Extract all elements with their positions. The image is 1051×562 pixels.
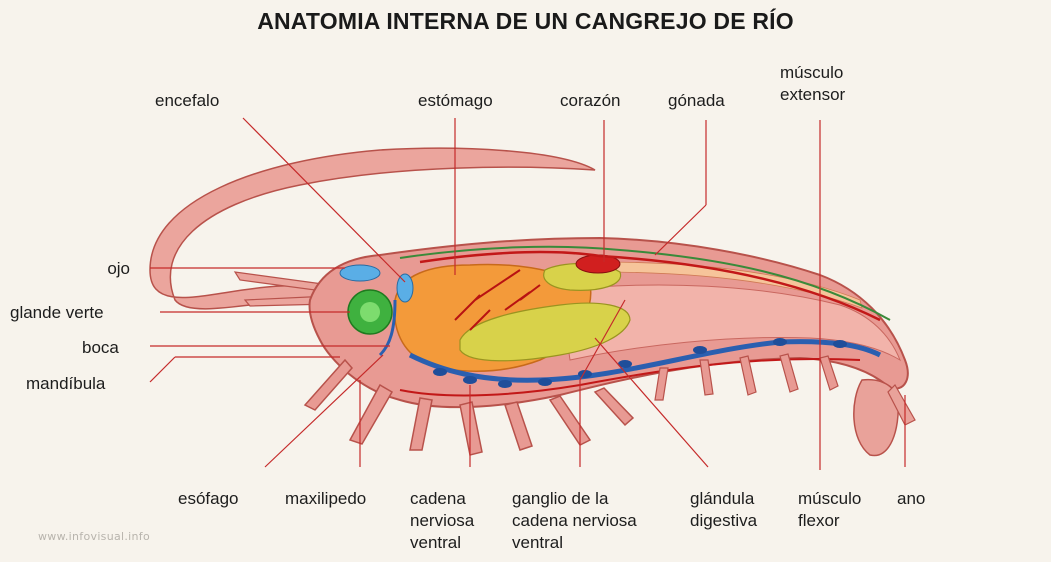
label-maxilipedo: maxilipedo [285, 488, 366, 510]
label-cadena-line1: cadena [410, 488, 474, 510]
label-ganglio-line2: cadena nerviosa [512, 510, 637, 532]
label-cadena-nerviosa-ventral: cadena nerviosa ventral [410, 488, 474, 554]
label-ano: ano [897, 488, 925, 510]
label-cadena-line2: nerviosa [410, 510, 474, 532]
label-musculo-extensor-line1: músculo [780, 62, 845, 84]
label-estomago: estómago [418, 90, 493, 112]
label-glandula-line1: glándula [690, 488, 757, 510]
label-musculo-extensor-line2: extensor [780, 84, 845, 106]
label-esofago: esófago [178, 488, 239, 510]
label-flexor-line1: músculo [798, 488, 861, 510]
label-glande-verte: glande verte [10, 302, 104, 324]
label-gonada: gónada [668, 90, 725, 112]
label-musculo-flexor: músculo flexor [798, 488, 861, 532]
label-ganglio-line1: ganglio de la [512, 488, 637, 510]
label-ganglio: ganglio de la cadena nerviosa ventral [512, 488, 637, 554]
label-musculo-extensor: músculo extensor [780, 62, 845, 106]
eye [340, 265, 380, 281]
label-corazon: corazón [560, 90, 620, 112]
label-glandula-digestiva: glándula digestiva [690, 488, 757, 532]
label-mandibula: mandíbula [26, 373, 105, 395]
green-gland-inner [360, 302, 380, 322]
label-ojo: ojo [95, 258, 130, 280]
brain [397, 274, 413, 302]
label-cadena-line3: ventral [410, 532, 474, 554]
watermark: www.infovisual.info [38, 530, 150, 543]
label-flexor-line2: flexor [798, 510, 861, 532]
label-ganglio-line3: ventral [512, 532, 637, 554]
label-boca: boca [82, 337, 119, 359]
label-glandula-line2: digestiva [690, 510, 757, 532]
label-encefalo: encefalo [155, 90, 219, 112]
